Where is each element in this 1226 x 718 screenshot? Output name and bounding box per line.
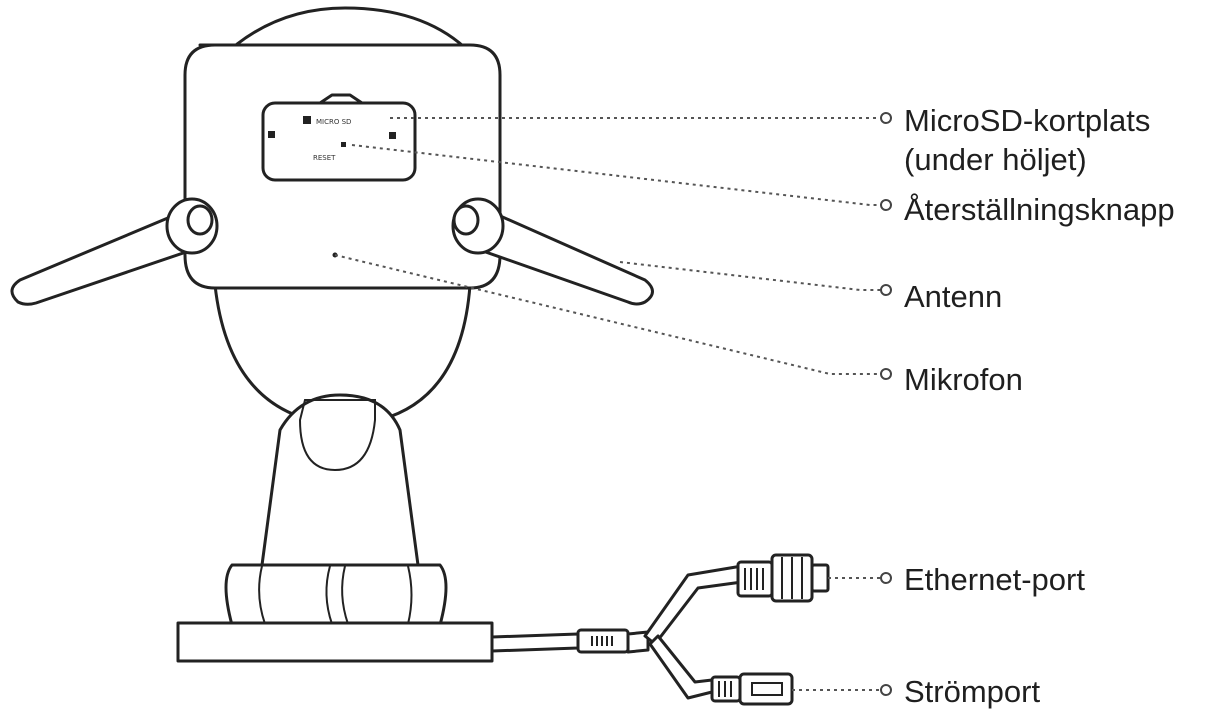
callout-markers xyxy=(880,112,892,696)
label-power-port: Strömport xyxy=(904,674,1040,709)
left-antenna xyxy=(10,197,219,306)
label-antenna: Antenn xyxy=(904,279,1002,314)
reset-button-hole xyxy=(341,142,346,147)
sd-card-print: MICRO SD xyxy=(316,118,351,126)
reset-print: RESET xyxy=(313,154,336,162)
label-microsd-slot-note: (under höljet) xyxy=(904,142,1087,177)
ethernet-connector xyxy=(736,553,830,603)
leader-lines xyxy=(334,117,880,691)
mount-nut xyxy=(224,563,448,627)
sd-card-icon xyxy=(303,116,311,124)
cable xyxy=(490,564,744,700)
base-plate xyxy=(176,621,494,663)
cover-screw-left xyxy=(268,131,275,138)
label-ethernet-port: Ethernet-port xyxy=(904,562,1085,597)
label-microsd-slot: MicroSD-kortplats xyxy=(904,103,1150,138)
label-reset-button: Återställningsknapp xyxy=(904,192,1175,227)
camera-body xyxy=(183,6,502,427)
camera-stand xyxy=(260,393,420,567)
label-microphone: Mikrofon xyxy=(904,362,1023,397)
cover-screw-right xyxy=(389,132,396,139)
sd-card-cover: MICRO SD RESET xyxy=(261,93,417,182)
power-connector xyxy=(710,672,794,706)
right-antenna xyxy=(451,197,654,306)
